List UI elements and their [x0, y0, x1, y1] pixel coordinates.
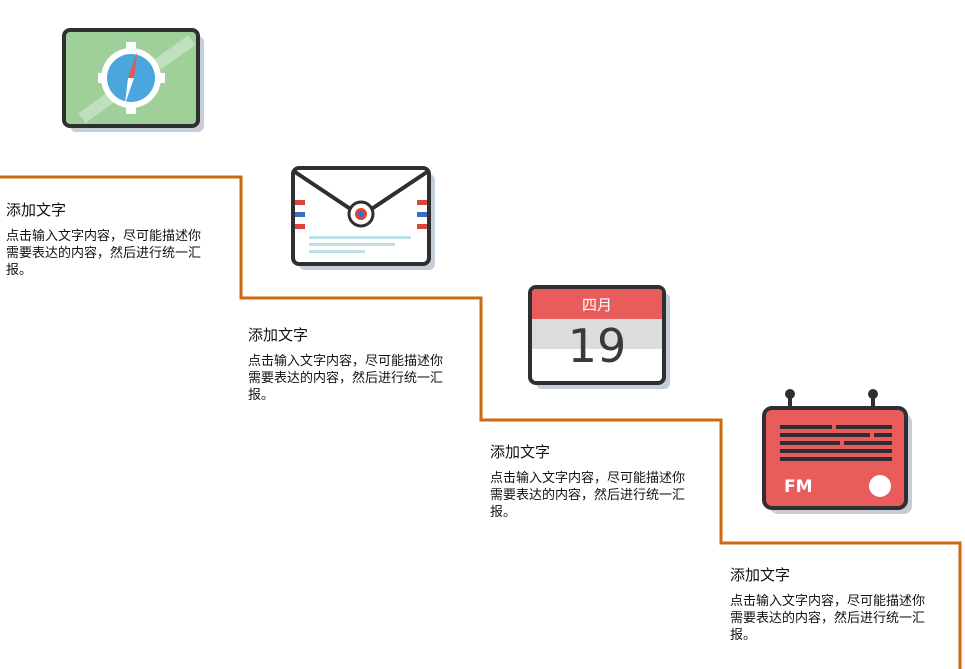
step-3-title: 添加文字 — [490, 443, 551, 461]
step-3-text: 添加文字 点击输入文字内容，尽可能描述你需要表达的内容，然后进行统一汇报。 — [490, 442, 695, 521]
step-2-title: 添加文字 — [248, 326, 309, 344]
staircase-path — [0, 175, 962, 669]
calendar-icon: 四月 19 — [528, 285, 670, 389]
compass-icon — [62, 28, 204, 132]
step-4-title: 添加文字 — [730, 566, 791, 584]
step-1-text: 添加文字 点击输入文字内容，尽可能描述你需要表达的内容，然后进行统一汇报。 — [6, 200, 211, 279]
step-3-body: 点击输入文字内容，尽可能描述你需要表达的内容，然后进行统一汇报。 — [490, 471, 686, 520]
step-1-title: 添加文字 — [6, 201, 67, 219]
step-4-text: 添加文字 点击输入文字内容，尽可能描述你需要表达的内容，然后进行统一汇报。 — [730, 565, 935, 644]
radio-icon: FM — [762, 389, 912, 514]
step-1-body: 点击输入文字内容，尽可能描述你需要表达的内容，然后进行统一汇报。 — [6, 229, 202, 278]
envelope-icon — [291, 166, 435, 270]
step-4-body: 点击输入文字内容，尽可能描述你需要表达的内容，然后进行统一汇报。 — [730, 594, 926, 643]
calendar-month: 四月 — [582, 296, 612, 314]
step-2-text: 添加文字 点击输入文字内容，尽可能描述你需要表达的内容，然后进行统一汇报。 — [248, 325, 453, 404]
calendar-day: 19 — [568, 319, 627, 373]
radio-label: FM — [784, 477, 813, 497]
step-2-body: 点击输入文字内容，尽可能描述你需要表达的内容，然后进行统一汇报。 — [248, 354, 444, 403]
